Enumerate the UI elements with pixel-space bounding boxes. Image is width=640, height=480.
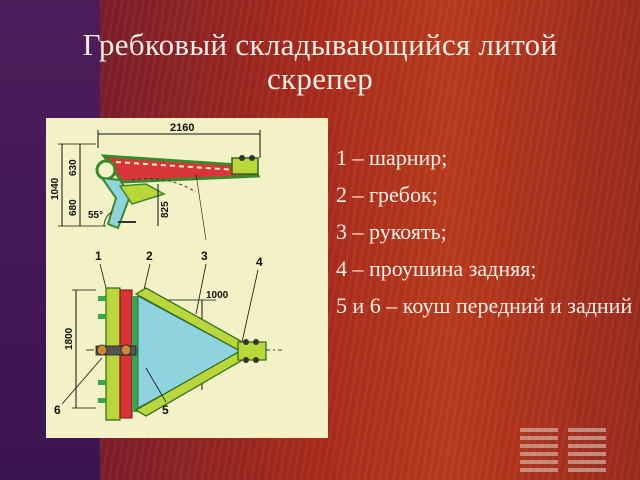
callout-4: 4: [256, 255, 263, 269]
dim-angle: 55°: [88, 210, 103, 221]
slide-title: Гребковый складывающийся литой скрепер: [82, 27, 558, 96]
hinge-circle: [95, 159, 117, 181]
decorative-bars: [520, 426, 610, 478]
dim-1000: 1000: [206, 290, 229, 301]
scraper-drawing: 2160 1040 630 680 825 55° 1 2 3 4: [46, 118, 328, 438]
dim-825: 825: [160, 201, 171, 218]
dim-1040: 1040: [50, 177, 61, 200]
dim-2160: 2160: [170, 122, 194, 134]
callout-5: 5: [162, 403, 169, 417]
callout-6: 6: [54, 403, 61, 417]
legend-item-2: 2 – гребок;: [336, 182, 438, 207]
drawing-svg: 2160 1040 630 680 825 55° 1 2 3 4: [50, 122, 282, 421]
dim-630: 630: [68, 159, 79, 176]
callout-2: 2: [146, 249, 153, 263]
rear-eye: [237, 341, 267, 361]
legend-list: 1 – шарнир; 2 – гребок; 3 – рукоять; 4 –…: [336, 146, 636, 331]
callout-1: 1: [95, 249, 102, 263]
legend-item-4: 4 – проушина задняя;: [336, 256, 537, 281]
legend-item-3: 3 – рукоять;: [336, 219, 447, 244]
dim-1800: 1800: [64, 327, 75, 350]
legend-item-1: 1 – шарнир;: [336, 145, 448, 170]
legend-item-5: 5 и 6 – коуш передний и задний: [336, 293, 633, 318]
dim-680: 680: [68, 199, 79, 216]
callout-3: 3: [201, 249, 208, 263]
handle-side: [100, 154, 261, 184]
